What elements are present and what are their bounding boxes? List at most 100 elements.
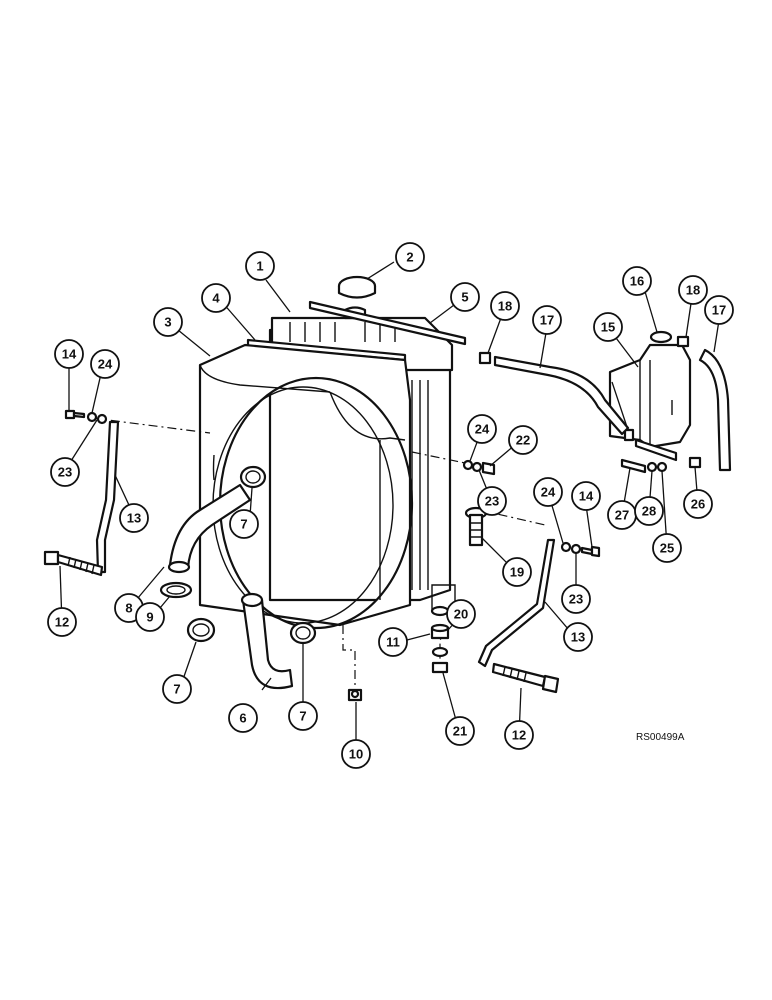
callout-12-left: 12	[47, 607, 77, 637]
washer-23-mid	[471, 461, 483, 473]
svg-text:20: 20	[454, 607, 468, 622]
svg-text:23: 23	[569, 592, 583, 607]
callout-7-right: 7	[288, 701, 318, 731]
washer-24-right	[560, 541, 572, 553]
callout-1: 1	[245, 251, 275, 281]
svg-text:3: 3	[164, 315, 171, 330]
radiator-cap	[337, 275, 377, 299]
coolant-tank	[608, 343, 692, 462]
svg-text:13: 13	[571, 630, 585, 645]
overflow-hose-right	[698, 348, 732, 472]
washer-28	[646, 461, 658, 473]
support-rod-left	[95, 420, 120, 574]
centerline-right	[411, 451, 466, 464]
callout-21: 21	[445, 716, 475, 746]
svg-text:22: 22	[516, 433, 530, 448]
callout-16: 16	[622, 266, 652, 296]
callout-24-mid: 24	[467, 414, 497, 444]
svg-text:24: 24	[541, 485, 556, 500]
callout-6: 6	[228, 703, 258, 733]
svg-text:16: 16	[630, 274, 644, 289]
svg-text:1: 1	[256, 259, 263, 274]
callout-17-left: 17	[532, 305, 562, 335]
callout-28: 28	[634, 496, 664, 526]
svg-text:7: 7	[299, 709, 306, 724]
callout-4: 4	[201, 283, 231, 313]
bolt-right	[491, 662, 560, 694]
callout-15: 15	[593, 312, 623, 342]
callout-13-left: 13	[119, 503, 149, 533]
svg-text:11: 11	[386, 635, 400, 650]
washer-23-left	[96, 413, 108, 425]
svg-text:17: 17	[712, 303, 726, 318]
svg-text:12: 12	[512, 728, 526, 743]
hose-clamp-lower-left	[186, 617, 216, 643]
callout-22: 22	[508, 425, 538, 455]
bolt-14-right	[580, 545, 601, 558]
nut-25	[656, 461, 668, 473]
bolt-14-left	[64, 409, 86, 420]
callout-26: 26	[683, 489, 713, 519]
svg-text:23: 23	[58, 465, 72, 480]
svg-text:9: 9	[146, 610, 153, 625]
callout-24-left: 24	[90, 349, 120, 379]
callout-11: 11	[378, 627, 408, 657]
callout-18-right: 18	[678, 275, 708, 305]
tank-cap	[649, 330, 673, 344]
lower-hose	[240, 592, 294, 690]
svg-text:7: 7	[240, 517, 247, 532]
callout-19: 19	[502, 557, 532, 587]
hose-clamp-18-left	[478, 351, 492, 365]
svg-text:24: 24	[98, 357, 113, 372]
isolator-mount	[430, 605, 450, 674]
svg-text:15: 15	[601, 320, 615, 335]
svg-text:18: 18	[686, 283, 700, 298]
callout-25: 25	[652, 533, 682, 563]
svg-text:26: 26	[691, 497, 705, 512]
callout-10: 10	[341, 739, 371, 769]
svg-text:18: 18	[498, 299, 512, 314]
bolt-27	[620, 458, 647, 474]
centerline-left	[91, 417, 211, 434]
svg-text:23: 23	[485, 494, 499, 509]
svg-text:14: 14	[579, 489, 594, 504]
hose-clamp-18-tank	[623, 428, 635, 442]
upper-hose	[167, 483, 252, 574]
callout-23-left: 23	[50, 457, 80, 487]
callout-12-right: 12	[504, 720, 534, 750]
washer-24-left	[86, 411, 98, 423]
callout-7-upper: 7	[229, 509, 259, 539]
hose-clamp-upper	[239, 465, 267, 489]
svg-text:8: 8	[125, 601, 132, 616]
svg-text:28: 28	[642, 504, 656, 519]
callout-3: 3	[153, 307, 183, 337]
svg-text:7: 7	[173, 682, 180, 697]
callout-20: 20	[446, 599, 476, 629]
drain-valve	[342, 625, 363, 702]
svg-text:24: 24	[475, 422, 490, 437]
svg-text:14: 14	[62, 347, 77, 362]
svg-text:10: 10	[349, 747, 363, 762]
callout-18-left: 18	[490, 291, 520, 321]
callout-7-left: 7	[162, 674, 192, 704]
callout-2: 2	[395, 242, 425, 272]
callout-14-left: 14	[54, 339, 84, 369]
callout-17-right: 17	[704, 295, 734, 325]
svg-text:19: 19	[510, 565, 524, 580]
svg-text:13: 13	[127, 511, 141, 526]
centerline-lower-right	[479, 509, 546, 526]
callout-9: 9	[135, 602, 165, 632]
callout-24-right: 24	[533, 477, 563, 507]
callout-23-right: 23	[561, 584, 591, 614]
svg-text:5: 5	[461, 290, 468, 305]
callout-14-right: 14	[571, 481, 601, 511]
support-rod-right	[477, 538, 556, 668]
svg-text:12: 12	[55, 615, 69, 630]
svg-text:27: 27	[615, 508, 629, 523]
svg-text:21: 21	[453, 724, 467, 739]
bolt-left	[43, 550, 104, 577]
seal-strip-5	[308, 300, 467, 346]
callout-13-right: 13	[563, 622, 593, 652]
washer-24-mid	[462, 459, 474, 471]
